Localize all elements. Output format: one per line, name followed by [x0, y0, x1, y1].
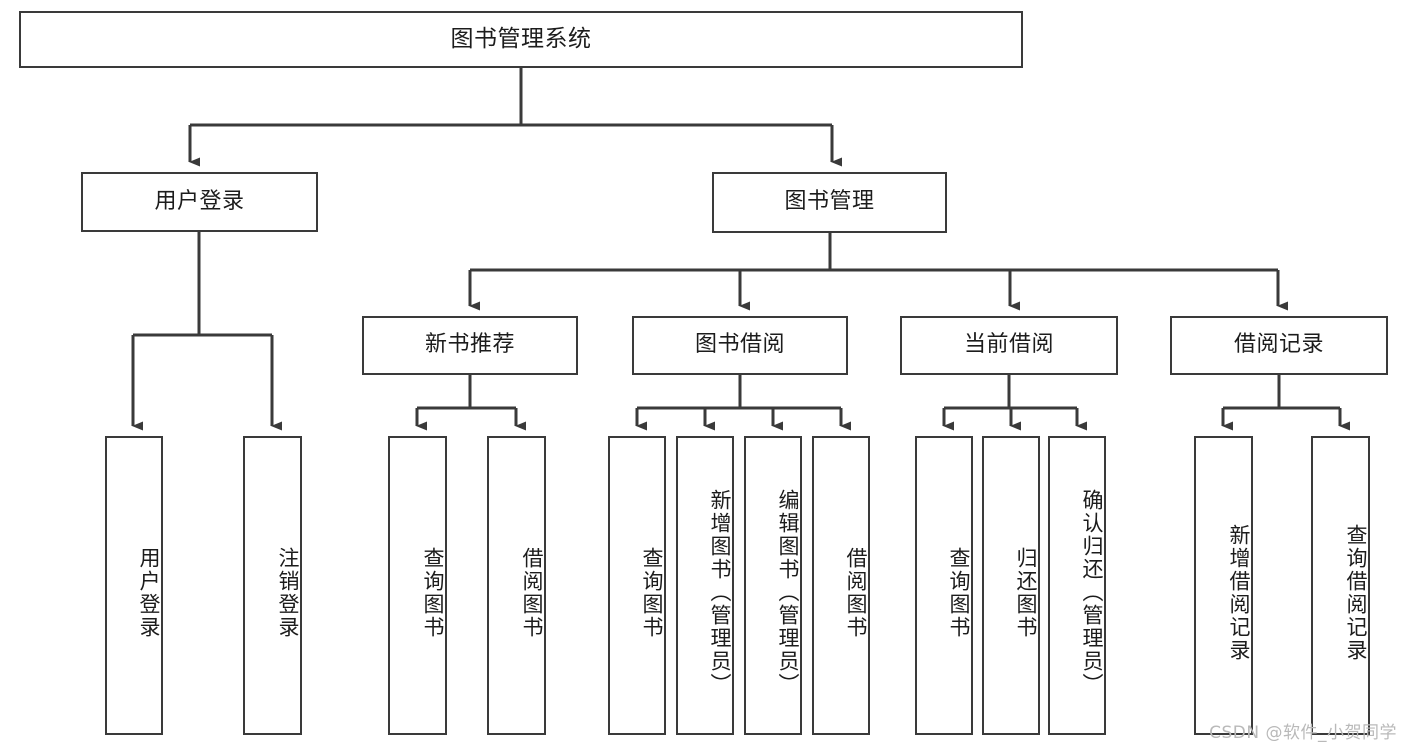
leaf-query-book-current[interactable]: 查询图书 — [915, 436, 973, 735]
leaf-query-borrow-record[interactable]: 查询借阅记录 — [1311, 436, 1370, 735]
watermark-credit: CSDN @软件_小贺同学 — [1209, 723, 1397, 743]
leaf-user-login[interactable]: 用户登录 — [105, 436, 163, 735]
node-borrow-record[interactable]: 借阅记录 — [1170, 316, 1388, 375]
leaf-add-borrow-record[interactable]: 新增借阅记录 — [1194, 436, 1253, 735]
leaf-borrow-book[interactable]: 借阅图书 — [812, 436, 870, 735]
node-new-book-recommend[interactable]: 新书推荐 — [362, 316, 578, 375]
node-current-borrow[interactable]: 当前借阅 — [900, 316, 1118, 375]
node-root-system[interactable]: 图书管理系统 — [19, 11, 1023, 68]
leaf-query-book-borrow[interactable]: 查询图书 — [608, 436, 666, 735]
node-user-login[interactable]: 用户登录 — [81, 172, 318, 232]
leaf-confirm-return-admin[interactable]: 确认归还（管理员） — [1048, 436, 1106, 735]
leaf-edit-book-admin[interactable]: 编辑图书（管理员） — [744, 436, 802, 735]
leaf-add-book-admin[interactable]: 新增图书（管理员） — [676, 436, 734, 735]
node-book-management[interactable]: 图书管理 — [712, 172, 947, 233]
leaf-query-book-recommend[interactable]: 查询图书 — [388, 436, 447, 735]
leaf-logout[interactable]: 注销登录 — [243, 436, 302, 735]
node-book-borrow[interactable]: 图书借阅 — [632, 316, 848, 375]
leaf-borrow-book-recommend[interactable]: 借阅图书 — [487, 436, 546, 735]
leaf-return-book[interactable]: 归还图书 — [982, 436, 1040, 735]
